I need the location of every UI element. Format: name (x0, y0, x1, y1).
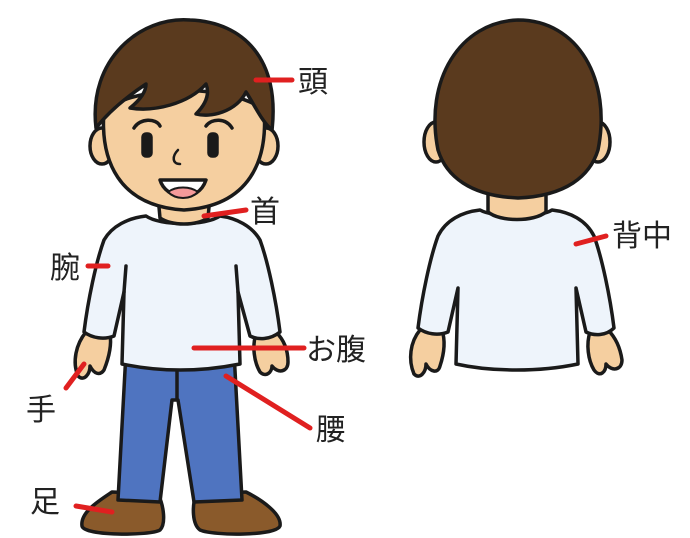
back-hair (435, 20, 601, 198)
back-shirt (418, 210, 614, 370)
label-hand: 手 (26, 393, 56, 428)
label-neck: 首 (250, 195, 280, 230)
label-foot: 足 (30, 485, 60, 520)
label-stomach: お腹 (306, 333, 366, 368)
tongue (168, 188, 198, 199)
pants (118, 352, 242, 502)
back-left-hand (411, 330, 445, 376)
label-waist: 腰 (316, 413, 346, 448)
right-eye (209, 134, 217, 156)
label-head: 頭 (298, 65, 328, 100)
left-eye (143, 134, 151, 156)
back-right-hand (588, 330, 622, 374)
shirt-fold-left (124, 266, 126, 292)
front-figure (75, 20, 288, 534)
back-figure (411, 20, 622, 376)
label-back: 背中 (612, 219, 672, 254)
label-arm: 腕 (50, 251, 80, 286)
shirt-fold-right (236, 266, 238, 292)
